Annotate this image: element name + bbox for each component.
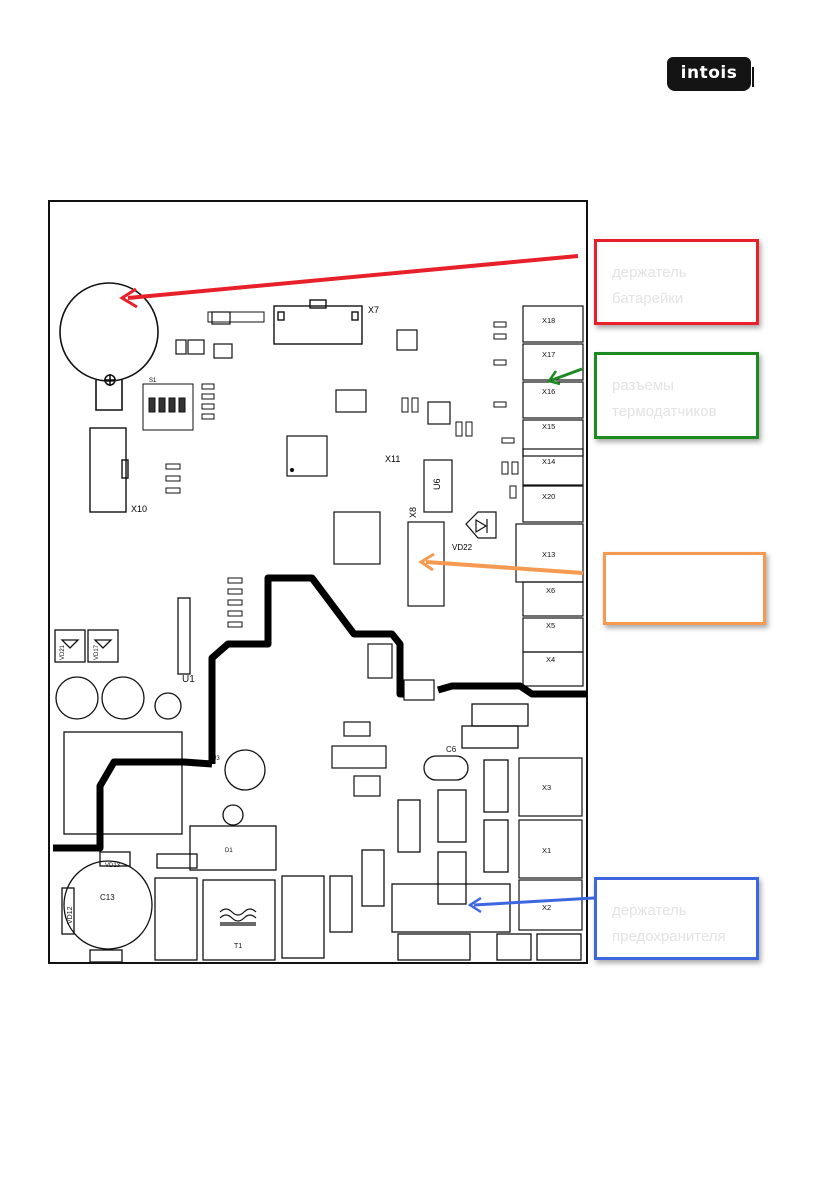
label-c13: C13 <box>100 893 115 902</box>
label-u3: U3 <box>212 756 220 762</box>
intois-logo: intois <box>667 57 757 91</box>
label-x2: X2 <box>542 903 551 912</box>
arrow-sensor <box>551 367 583 382</box>
callout-unlabeled <box>603 552 766 625</box>
label-c6: C6 <box>446 745 457 754</box>
resistor-cluster <box>165 321 519 628</box>
callout-battery-holder: держатель батарейки <box>594 239 759 325</box>
arrow-battery <box>127 254 579 300</box>
label-vd13: VD13 <box>105 863 121 869</box>
arrow-unlabeled-head <box>418 552 435 572</box>
switch-s1 <box>142 383 194 431</box>
callout-fuse-text: держатель предохранителя <box>612 902 726 945</box>
label-x13: X13 <box>542 550 555 559</box>
lower-labels: U1 C6 C13 D1 T1 VD12 VD13 VD21 VD17 U3 <box>60 644 457 950</box>
label-x1: X1 <box>542 846 551 855</box>
connector-x10 <box>89 427 129 513</box>
label-x11: X11 <box>385 454 400 464</box>
label-x8: X8 <box>408 507 418 518</box>
right-connectors <box>515 305 584 931</box>
label-x3: X3 <box>542 783 551 792</box>
arrow-fuse <box>473 896 595 907</box>
label-vd17: VD17 <box>94 644 100 660</box>
label-x16: X16 <box>542 387 555 396</box>
label-vd21: VD21 <box>60 644 66 660</box>
arrow-fuse-head <box>467 896 482 914</box>
arrow-battery-head <box>119 287 138 309</box>
label-u1: U1 <box>182 674 195 685</box>
label-t1: T1 <box>234 943 242 950</box>
label-x20: X20 <box>542 492 555 501</box>
component-d1 <box>207 311 265 323</box>
callout-battery-text: держатель батарейки <box>612 264 687 307</box>
label-x14: X14 <box>542 457 555 466</box>
callout-sensor-connectors: разъемы термодатчиков <box>594 352 759 439</box>
arrow-unlabeled <box>425 560 584 575</box>
label-x17: X17 <box>542 350 555 359</box>
label-x15: X15 <box>542 422 555 431</box>
callout-arrows <box>119 254 595 914</box>
label-x6: X6 <box>546 586 555 595</box>
label-x4: X4 <box>546 655 555 664</box>
label-vd22: VD22 <box>452 543 473 552</box>
battery-holder <box>59 282 159 411</box>
label-u6: U6 <box>432 478 442 490</box>
lower-left-components <box>54 597 582 963</box>
label-s1: S1 <box>149 378 157 384</box>
connector-x7 <box>273 299 363 345</box>
label-x10: X10 <box>131 504 147 514</box>
diode-vd22 <box>465 511 497 539</box>
callout-sensor-text: разъемы термодатчиков <box>612 377 717 420</box>
logo-text: intois <box>680 63 738 83</box>
thick-traces <box>53 574 587 852</box>
label-x7: X7 <box>368 305 379 315</box>
label-x5: X5 <box>546 621 555 630</box>
transformer-t1 <box>219 908 257 926</box>
label-vd12: VD12 <box>67 906 74 924</box>
callout-fuse-holder: держатель предохранителя <box>594 877 759 960</box>
right-connector-labels: X18 X17 X16 X15 X14 X20 X13 X6 X5 X4 X3 … <box>542 316 555 912</box>
label-d1: D1 <box>225 848 233 854</box>
label-x18: X18 <box>542 316 555 325</box>
arrow-sensor-head <box>546 370 561 386</box>
